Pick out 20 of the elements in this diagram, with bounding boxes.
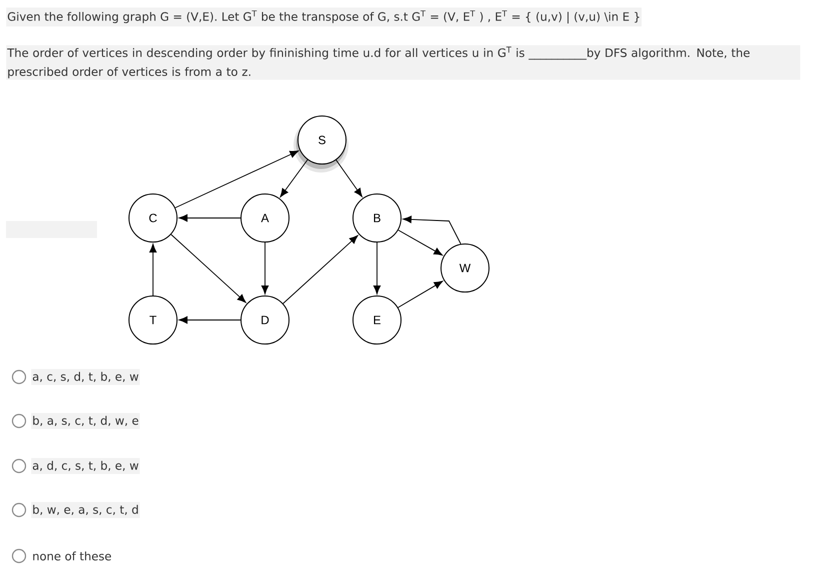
arrow bbox=[178, 214, 241, 222]
question-text: The order of vertices in descending order by fininishing time u.d for all vertices u in G$^{T}$ is __________by DFS algorithm. Note, the prescribed order of vertices is from a to z. bbox=[6, 45, 800, 80]
arrow bbox=[282, 235, 358, 304]
arrow bbox=[402, 216, 462, 244]
answer-option: none of these bbox=[33, 552, 111, 560]
arrow bbox=[373, 242, 381, 294]
arrow bbox=[336, 160, 362, 197]
arrow bbox=[398, 230, 443, 256]
question-text: Given the following graph G = (V,E). Let G$^{T}$ be the transpose of G, s.t G$^{T}$ = (V, E$^{T}$ ) , E$^{T}$ = { (u,v) | (v,u) \in E } bbox=[6, 8, 642, 26]
answer-option: b, a, s, c, t, d, w, e bbox=[31, 412, 140, 430]
arrow bbox=[149, 244, 157, 296]
arrow bbox=[170, 234, 246, 303]
answer-option: b, w, e, a, s, c, t, d bbox=[31, 502, 140, 518]
answer-option: a, c, s, d, t, b, e, w bbox=[31, 368, 140, 386]
answer-option: a, d, c, s, t, b, e, w bbox=[31, 458, 140, 474]
arrow bbox=[178, 316, 241, 324]
arrow bbox=[398, 280, 443, 308]
arrow bbox=[280, 159, 308, 198]
arrow bbox=[261, 242, 269, 294]
arrow bbox=[174, 150, 299, 208]
